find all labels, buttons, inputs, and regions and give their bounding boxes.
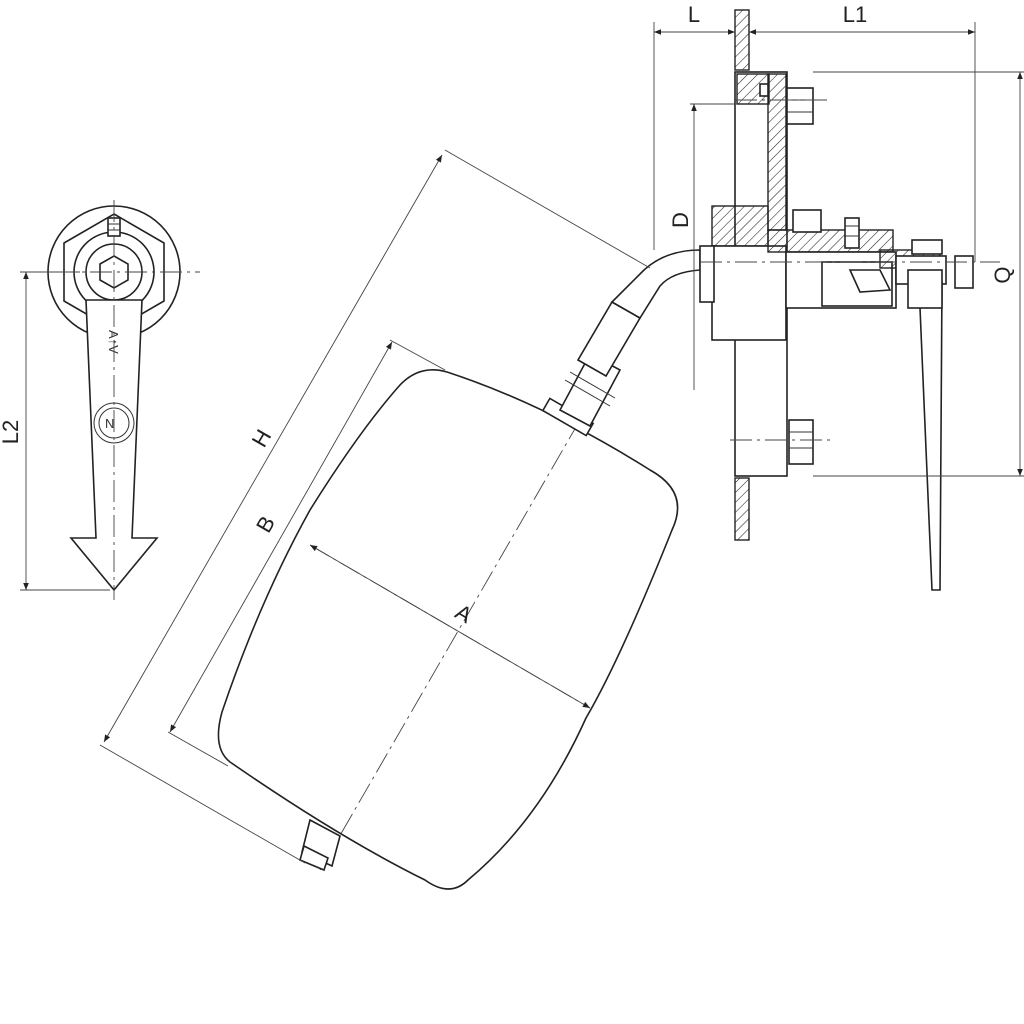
dim-label-b: B [251,512,280,537]
dim-label-q: Q [990,266,1015,283]
dim-label-l: L [688,2,700,27]
dim-label-h: H [247,425,277,451]
dimension-lines: L L1 D Q H B [99,2,1024,864]
svg-text:N: N [105,416,114,431]
svg-text:A↑V: A↑V [106,330,121,354]
dim-label-l2: L2 [0,420,23,444]
float-stem [558,249,701,428]
dim-label-l1: L1 [843,2,867,27]
dim-label-d: D [668,212,693,228]
float-body: A [217,369,679,890]
valve-assembly [699,9,1000,591]
lever-front-view: A↑V N L2 [0,200,200,600]
